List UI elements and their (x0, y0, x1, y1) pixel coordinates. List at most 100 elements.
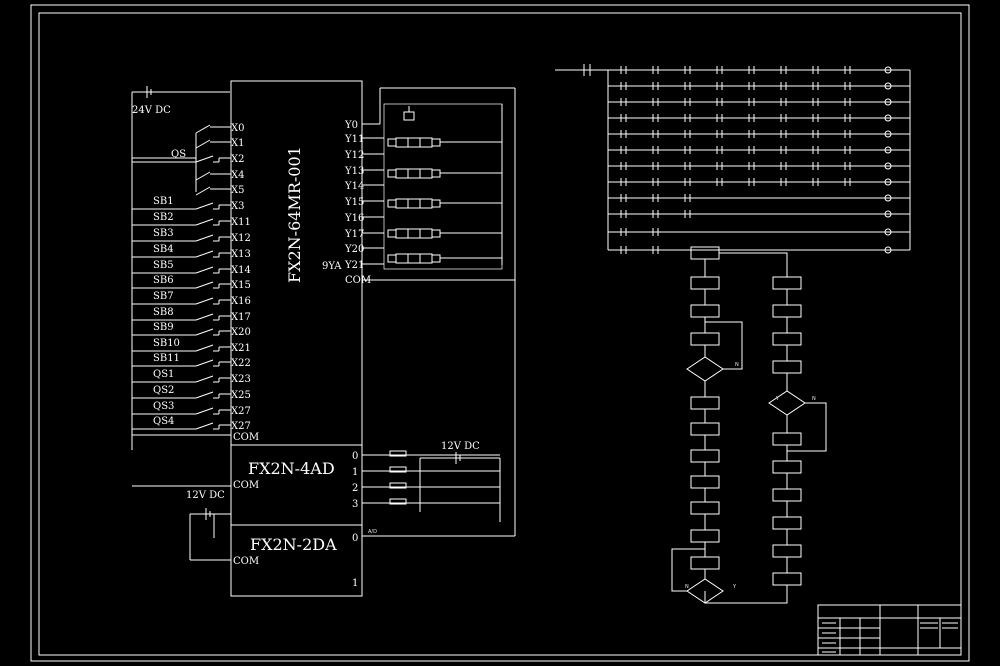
input-switch-2: QS (171, 149, 186, 160)
flow-right-step-1 (772, 304, 802, 318)
input-terminal-12: X17 (231, 312, 251, 323)
da-output-note: A/D (368, 529, 377, 535)
output-terminal-5: Y15 (344, 197, 364, 208)
flow-left-step-5 (690, 396, 720, 410)
output-terminal-8: Y20 (344, 244, 364, 255)
valve-symbols (387, 106, 502, 264)
title-block (817, 604, 962, 656)
flow-right-step-10 (772, 572, 802, 586)
supply-12v-da-label: 12V DC (186, 490, 225, 501)
input-switch-12: SB8 (153, 307, 174, 318)
title-block-frame (817, 604, 962, 656)
flow-left-step-1 (690, 276, 720, 290)
ladder-coil-9 (884, 210, 892, 218)
flow-branch-y-1: Y (775, 396, 780, 402)
ad-sensor-3 (389, 498, 407, 505)
ladder-coil-0 (884, 66, 892, 74)
input-switch-13: SB9 (153, 322, 174, 333)
input-terminal-10: X15 (231, 280, 251, 291)
ladder-coil-3 (884, 114, 892, 122)
input-switch-18: QS3 (153, 401, 174, 412)
input-terminal-2: X2 (231, 154, 244, 165)
pressure-switch-symbol (403, 111, 415, 121)
output-com-label: COM (345, 275, 371, 286)
input-terminal-16: X23 (231, 374, 251, 385)
flow-left-step-9 (690, 501, 720, 515)
flow-left-step-10 (690, 529, 720, 543)
flow-right-decision-4 (768, 390, 806, 416)
ladder-coil-1 (884, 82, 892, 90)
input-switch-14: SB10 (153, 338, 180, 349)
ladder-coil-11 (884, 246, 892, 254)
input-terminal-14: X21 (231, 343, 251, 354)
flow-right-step-7 (772, 488, 802, 502)
ladder-coil-4 (884, 130, 892, 138)
flow-right-step-3 (772, 360, 802, 374)
da-com-label: COM (233, 556, 259, 567)
input-switch-7: SB3 (153, 228, 174, 239)
solenoid-valve-5 (387, 253, 502, 264)
ladder-diagram (555, 64, 911, 254)
output-terminal-4: Y14 (344, 181, 364, 192)
ad-sensor-1 (389, 466, 407, 473)
input-switch-17: QS2 (153, 385, 174, 396)
supply-24v-label: 24V DC (132, 105, 171, 116)
ladder-coil-2 (884, 98, 892, 106)
input-switch-15: SB11 (153, 353, 180, 364)
da-channel-0: 0 (352, 533, 358, 544)
flow-branch-n-2: N (812, 396, 816, 402)
solenoid-valve-3 (387, 198, 502, 209)
flow-left-step-2 (690, 304, 720, 318)
input-terminal-9: X14 (231, 265, 251, 276)
flow-right-step-6 (772, 460, 802, 474)
flow-left-step-0 (690, 246, 720, 260)
input-terminal-1: X1 (231, 138, 244, 149)
solenoid-valve-group (383, 103, 503, 270)
input-terminal-5: X3 (231, 201, 244, 212)
output-terminal-2: Y12 (344, 150, 364, 161)
flow-branch-y-2: Y (732, 584, 737, 590)
flow-left-decision-12 (686, 578, 724, 604)
plc-input-rows: X0X1X2QSX4X5X3SB1X11SB2X12SB3X13SB4X14SB… (132, 123, 251, 432)
input-com-label: COM (233, 432, 259, 443)
ad-com-label: COM (233, 480, 259, 491)
flow-right-step-2 (772, 332, 802, 346)
input-terminal-15: X22 (231, 358, 251, 369)
ad-channel-1: 1 (352, 467, 358, 478)
flow-left-step-8 (690, 475, 720, 489)
input-terminal-17: X25 (231, 390, 251, 401)
input-switch-8: SB4 (153, 244, 174, 255)
input-terminal-6: X11 (231, 217, 251, 228)
input-terminal-11: X16 (231, 296, 251, 307)
inner-frame (38, 12, 962, 656)
flow-left-step-6 (690, 422, 720, 436)
ladder-coil-6 (884, 162, 892, 170)
input-terminal-8: X13 (231, 249, 251, 260)
outer-frame (30, 4, 970, 662)
input-switch-19: QS4 (153, 416, 174, 427)
flow-branch-n-3: N (685, 584, 689, 590)
output-terminal-6: Y16 (344, 213, 364, 224)
flow-right-step-5 (772, 432, 802, 446)
da-channel-1: 1 (352, 578, 358, 589)
ladder-coil-7 (884, 178, 892, 186)
plc-wiring-diagram: FX2N-64MR-001 FX2N-4AD FX2N-2DA 24V DC X… (131, 80, 516, 597)
output-terminal-7: Y17 (344, 229, 364, 240)
input-terminal-18: X27 (231, 406, 251, 417)
ladder-coil-10 (884, 228, 892, 236)
input-switch-9: SB5 (153, 260, 174, 271)
ladder-coil-5 (884, 146, 892, 154)
solenoid-valve-2 (387, 168, 502, 179)
flow-right-step-0 (772, 276, 802, 290)
input-terminal-0: X0 (231, 123, 244, 134)
flow-left-decision-4 (686, 356, 724, 382)
ladder-coil-8 (884, 194, 892, 202)
input-terminal-4: X5 (231, 185, 244, 196)
flow-right-step-8 (772, 516, 802, 530)
ad-channel-0: 0 (352, 451, 358, 462)
